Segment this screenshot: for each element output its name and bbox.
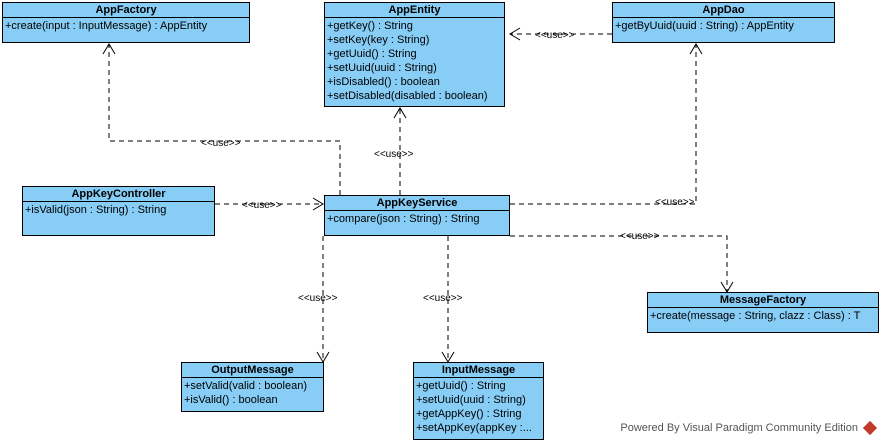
operation: +setDisabled(disabled : boolean)	[327, 90, 488, 102]
operation: +getUuid() : String	[327, 48, 417, 60]
class-app-key-controller[interactable]: AppKeyController +isValid(json : String)…	[22, 186, 215, 236]
class-name: MessageFactory	[648, 293, 878, 308]
operation: +setKey(key : String)	[327, 34, 430, 46]
arrowhead-entity-bottom	[393, 107, 407, 119]
use-label-output: <<use>>	[298, 293, 338, 304]
arrowhead-dao	[689, 43, 703, 55]
arrowhead-factory	[102, 43, 116, 55]
operation: +getUuid() : String	[416, 380, 506, 392]
class-name: InputMessage	[414, 363, 543, 378]
use-label-dao: <<use>>	[655, 197, 695, 208]
use-label-controller: <<use>>	[242, 200, 282, 211]
link-service-to-dao	[510, 44, 697, 205]
operation: +getKey() : String	[327, 20, 413, 32]
use-label-input: <<use>>	[423, 293, 463, 304]
use-label-dao-entity: <<use>>	[535, 30, 575, 41]
link-service-to-messagefactory	[510, 235, 728, 292]
footer-text: Powered By Visual Paradigm Community Edi…	[620, 422, 858, 434]
operation: +getAppKey() : String	[416, 408, 522, 420]
powered-by-footer: Powered By Visual Paradigm Community Edi…	[620, 420, 878, 436]
class-input-message[interactable]: InputMessage +getUuid() : String +setUui…	[413, 362, 544, 440]
class-message-factory[interactable]: MessageFactory +create(message : String,…	[647, 292, 879, 333]
operation: +create(input : InputMessage) : AppEntit…	[5, 20, 208, 32]
operation: +setUuid(uuid : String)	[327, 62, 437, 74]
class-name: AppKeyService	[325, 196, 509, 211]
class-app-key-service[interactable]: AppKeyService +compare(json : String) : …	[324, 195, 510, 236]
operation: +setAppKey(appKey :...	[416, 422, 532, 434]
class-name: AppEntity	[325, 3, 504, 18]
use-label-factory: <<use>>	[201, 138, 241, 149]
operation: +isDisabled() : boolean	[327, 76, 440, 88]
class-name: AppKeyController	[23, 187, 214, 202]
class-app-factory[interactable]: AppFactory +create(input : InputMessage)…	[2, 2, 250, 43]
class-app-dao[interactable]: AppDao +getByUuid(uuid : String) : AppEn…	[612, 2, 835, 43]
class-output-message[interactable]: OutputMessage +setValid(valid : boolean)…	[181, 362, 324, 412]
operation: +isValid(json : String) : String	[25, 204, 167, 216]
use-label-entity: <<use>>	[374, 149, 414, 160]
class-name: AppDao	[613, 3, 834, 18]
operation: +getByUuid(uuid : String) : AppEntity	[615, 20, 794, 32]
class-name: OutputMessage	[182, 363, 323, 378]
class-app-entity[interactable]: AppEntity +getKey() : String +setKey(key…	[324, 2, 505, 107]
operation: +setUuid(uuid : String)	[416, 394, 526, 406]
operation: +isValid() : boolean	[184, 394, 278, 406]
operation: +compare(json : String) : String	[327, 213, 480, 225]
link-service-to-factory	[108, 44, 341, 195]
arrowhead-service-left	[312, 197, 324, 211]
use-label-messagefactory: <<use>>	[620, 231, 660, 242]
arrowhead-entity-right	[509, 27, 521, 41]
visual-paradigm-logo-icon	[862, 420, 878, 436]
operation: +setValid(valid : boolean)	[184, 380, 308, 392]
operation: +create(message : String, clazz : Class)…	[650, 310, 861, 322]
class-name: AppFactory	[3, 3, 249, 18]
